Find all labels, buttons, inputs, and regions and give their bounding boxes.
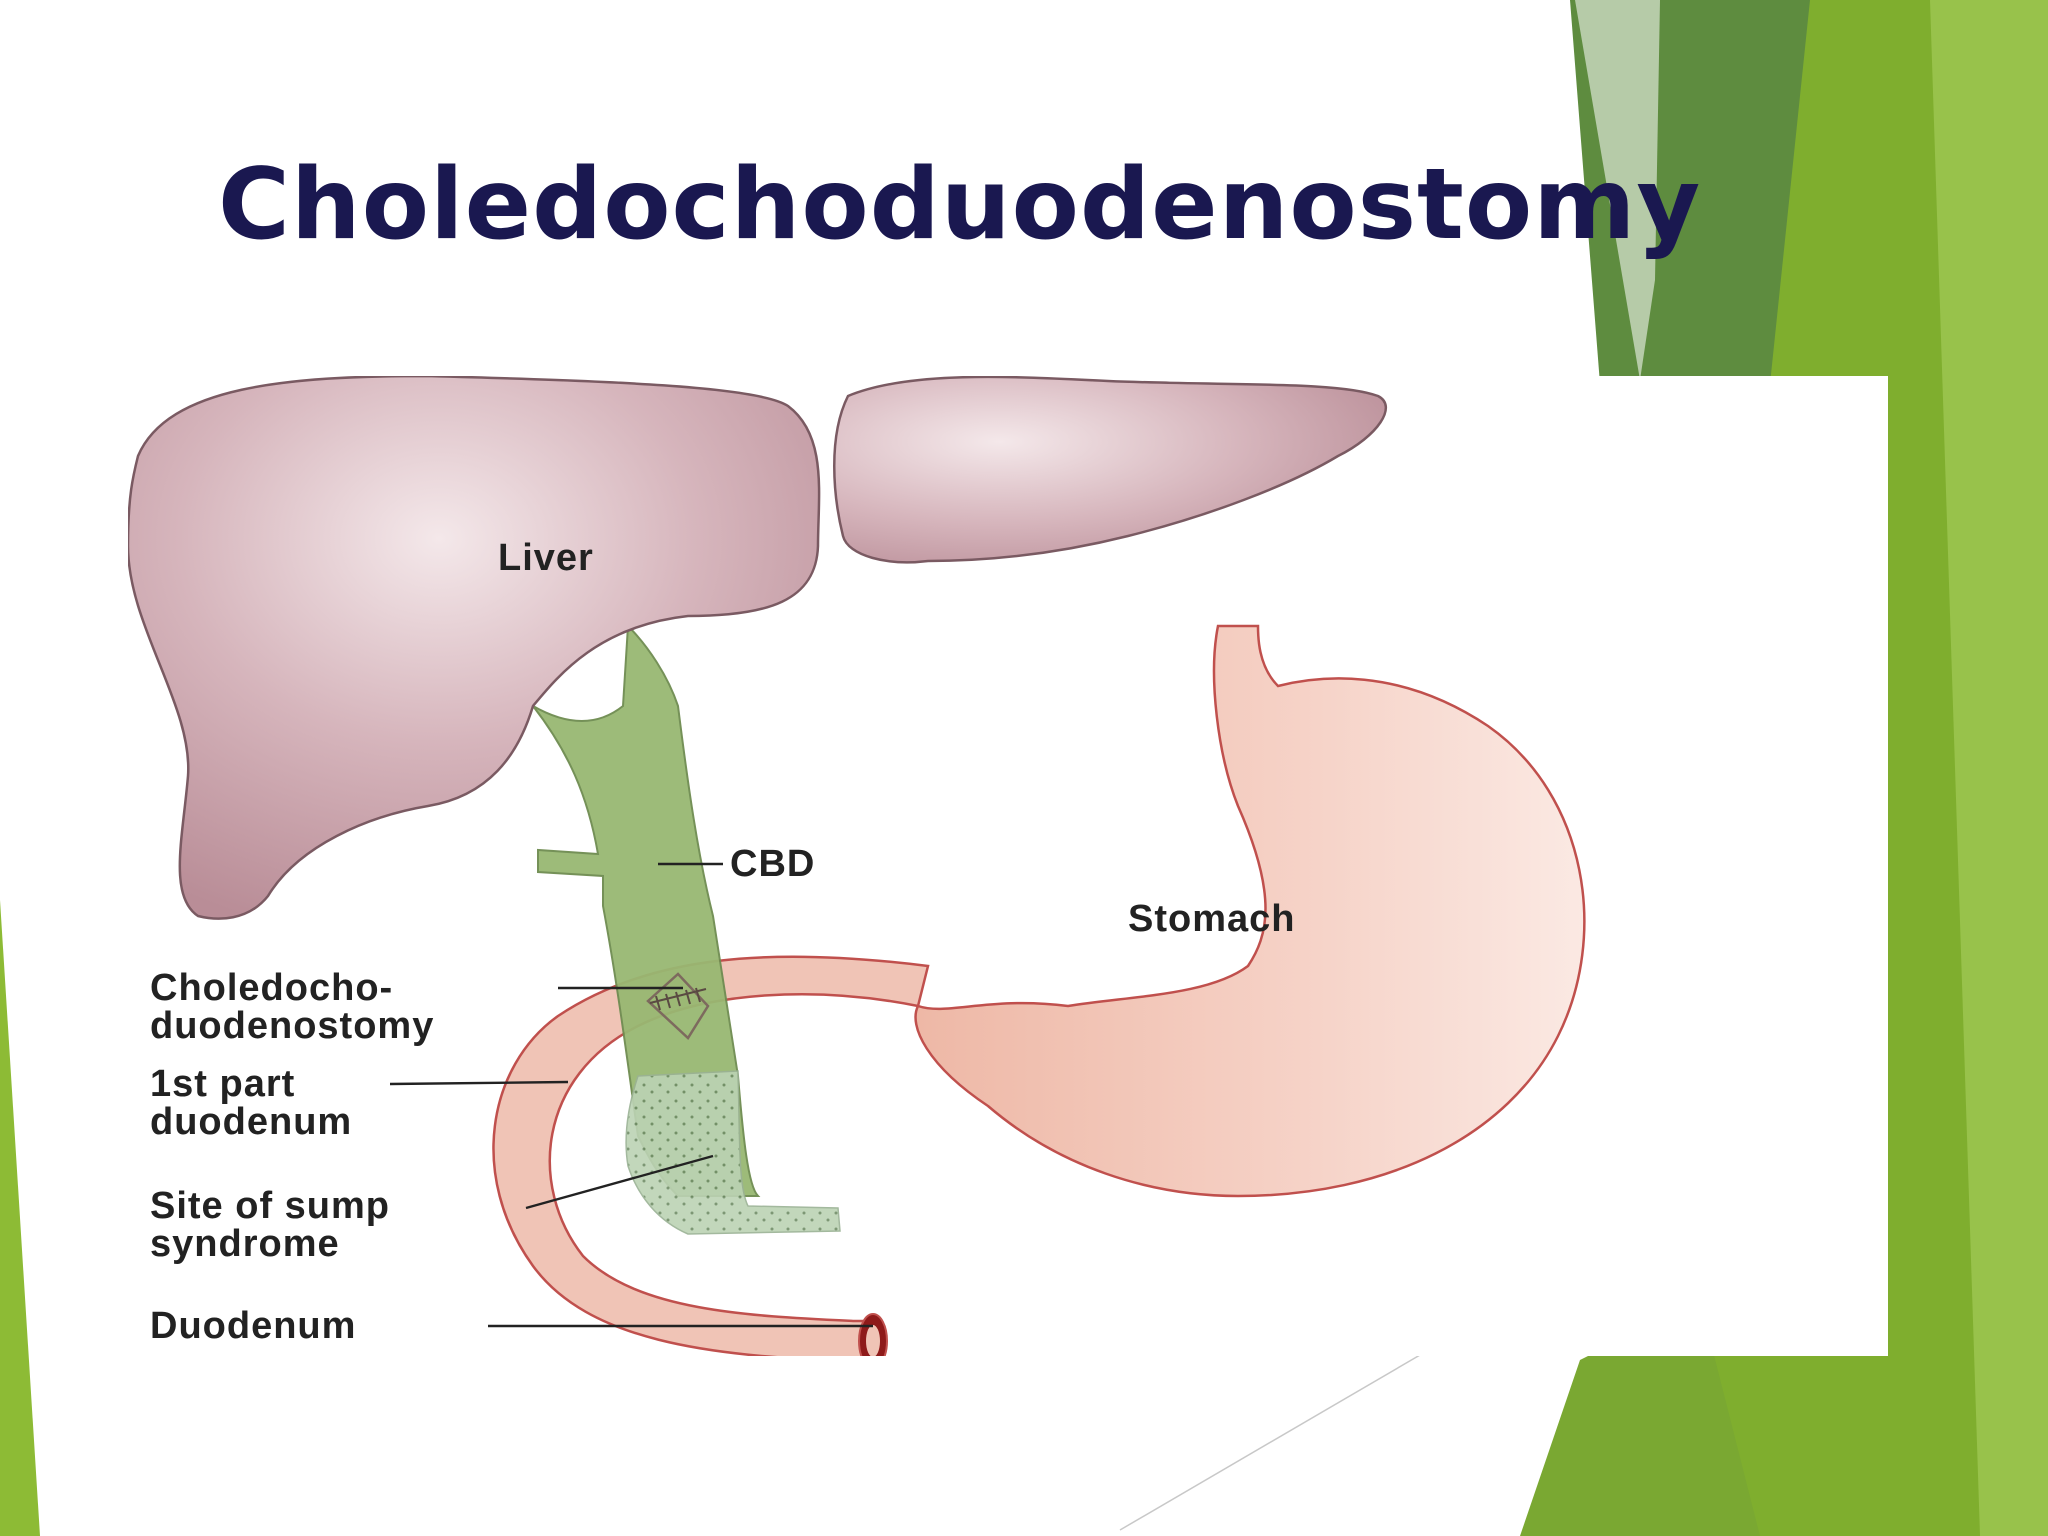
stomach-label: Stomach [1128, 898, 1295, 940]
duodenum-label: Duodenum [150, 1305, 356, 1347]
sump-label-line1: Site of sump [150, 1185, 390, 1227]
anastomosis-label-line2: duodenostomy [150, 1005, 434, 1047]
first-part-label-line2: duodenum [150, 1101, 352, 1143]
left-green-shape [0, 900, 40, 1536]
liver [128, 376, 821, 920]
sump-leader [525, 1154, 714, 1210]
sump-site [625, 1070, 841, 1235]
sump-label-line2: syndrome [150, 1223, 340, 1265]
liver-lobe [833, 376, 1388, 564]
slide-title: Choledochoduodenostomy [218, 148, 1702, 262]
anastomosis-label-line1: Choledocho- [150, 967, 393, 1009]
duodenum-lumen-inner [866, 1325, 880, 1356]
common-bile-duct [532, 623, 761, 1197]
anatomy-figure: Liver CBD Stomach Choledocho- duodenosto… [128, 376, 1888, 1356]
liver-label: Liver [498, 537, 594, 579]
bottom-green-shape [1520, 1300, 1760, 1536]
first-part-label-line1: 1st part [150, 1063, 295, 1105]
thin-gray-line [1119, 1354, 1421, 1531]
stomach [914, 624, 1586, 1198]
light-green-stripe [1930, 0, 2048, 1536]
first-part-leader [389, 1080, 569, 1086]
cbd-label: CBD [730, 843, 815, 885]
sutures [649, 987, 707, 1011]
anastomosis-site [646, 972, 710, 1040]
white-sliver [1575, 0, 1660, 380]
anatomy-diagram: Liver CBD Stomach Choledocho- duodenosto… [128, 376, 1586, 1356]
